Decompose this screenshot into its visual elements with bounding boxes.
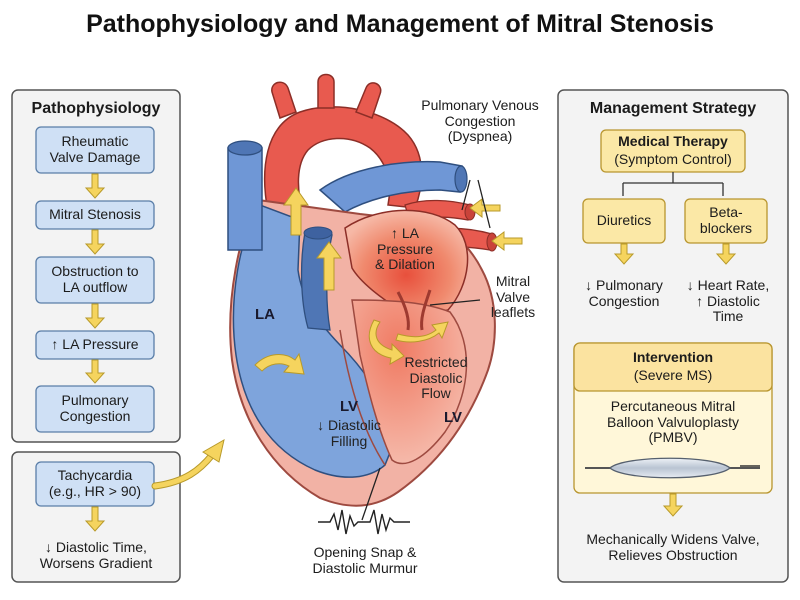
rheumatic-box <box>35 126 155 174</box>
pmbv-label: Percutaneous Mitral Balloon Valvuloplast… <box>606 398 740 446</box>
tachycardia-label: Tachycardia (e.g., HR > 90) <box>48 467 142 499</box>
intervention-title: Intervention <box>632 349 714 365</box>
step-la-pressure: ↑ LA Pressure <box>51 336 139 353</box>
tachycardia-result: ↓ Diastolic Time, Worsens Gradient <box>39 539 153 571</box>
flow-arrows-heart <box>254 187 449 375</box>
page-title: Pathophysiology and Management of Mitral… <box>86 10 714 38</box>
murmur-label: Opening Snap & Diastolic Murmur <box>312 544 418 576</box>
diuretics-label: Diuretics <box>596 212 652 229</box>
la-chamber-label: LA <box>255 306 275 323</box>
intervention-sub: (Severe MS) <box>633 367 713 383</box>
management-heading: Management Strategy <box>589 100 757 117</box>
tachy-down-arrow <box>84 506 106 532</box>
diuretics-box <box>582 198 666 244</box>
obstruction-box <box>35 256 155 304</box>
pulmonary-congestion-label: Pulmonary Venous Congestion (Dyspnea) <box>421 97 539 145</box>
betablockers-label: Beta- blockers <box>699 204 753 236</box>
diuretics-effect: ↓ Pulmonary Congestion <box>585 277 663 309</box>
step-mitral-stenosis: Mitral Stenosis <box>49 206 141 223</box>
murmur-waveform <box>318 509 410 535</box>
heart-illustration <box>227 73 498 507</box>
pathophysiology-heading: Pathophysiology <box>31 100 161 117</box>
step-pulmonary-congestion: Pulmonary Congestion <box>59 392 131 424</box>
balloon-catheter-icon <box>585 457 760 479</box>
medical-therapy-sub: (Symptom Control) <box>614 151 732 167</box>
betablockers-box <box>684 198 768 244</box>
step-obstruction: Obstruction to LA outflow <box>51 263 139 295</box>
la-pressure-box <box>35 330 155 360</box>
pulmonary-congestion-box <box>35 385 155 433</box>
la-pressure-label: ↑ LA Pressure & Dilation <box>375 225 435 273</box>
mitral-leaflets-label: Mitral Valve leaflets <box>490 273 536 321</box>
management-arrows <box>613 243 737 517</box>
pmbv-result: Mechanically Widens Valve, Relieves Obst… <box>586 531 760 563</box>
medical-therapy-title: Medical Therapy <box>618 133 728 149</box>
flow-arrows-left <box>84 173 106 384</box>
diastolic-filling-label: ↓ Diastolic Filling <box>317 417 381 449</box>
step-rheumatic: Rheumatic Valve Damage <box>49 133 141 165</box>
betablockers-effect: ↓ Heart Rate, ↑ Diastolic Time <box>686 277 770 325</box>
lv-chamber-label-right: LV <box>443 409 463 426</box>
intervention-header <box>573 342 773 392</box>
restricted-flow-label: Restricted Diastolic Flow <box>404 354 468 402</box>
mitral-stenosis-box <box>35 200 155 230</box>
lv-chamber-label-left: LV <box>339 398 359 415</box>
